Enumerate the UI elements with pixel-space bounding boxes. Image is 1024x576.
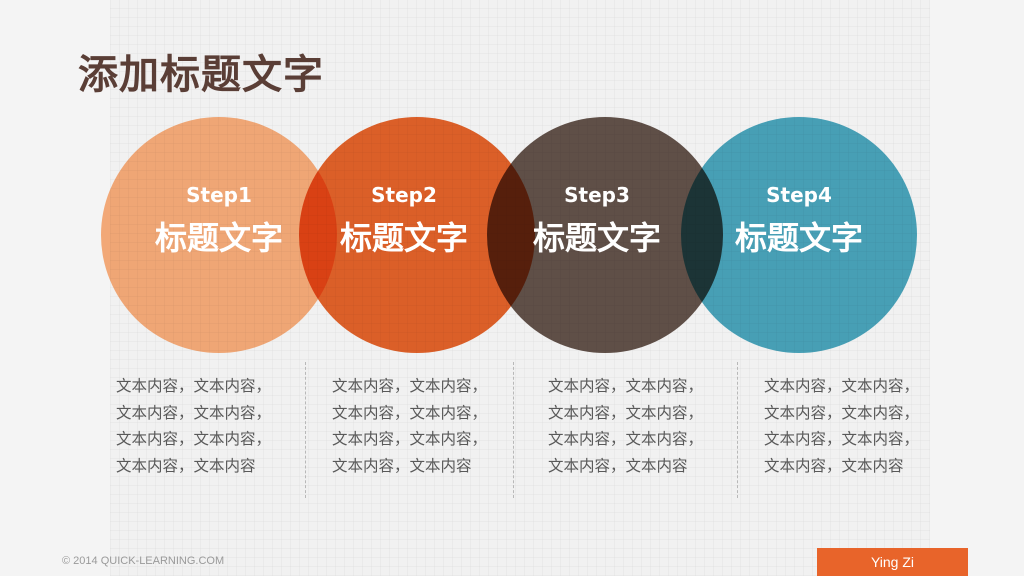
desc-line: 文本内容，文本内容， [116, 377, 272, 395]
divider [305, 362, 306, 498]
page-title: 添加标题文字 [78, 52, 324, 98]
step4-circle [681, 117, 917, 353]
desc-line: 文本内容，文本内容， [332, 377, 488, 395]
desc-line: 文本内容，文本内容 [548, 457, 688, 476]
step4-description: 文本内容，文本内容， 文本内容，文本内容， 文本内容，文本内容， 文本内容，文本… [764, 373, 944, 480]
step3-description: 文本内容，文本内容， 文本内容，文本内容， 文本内容，文本内容， 文本内容，文本… [548, 373, 728, 480]
desc-line: 文本内容，文本内容， [764, 377, 920, 395]
desc-line: 文本内容，文本内容， [548, 430, 704, 449]
divider [737, 362, 738, 498]
desc-line: 文本内容，文本内容 [332, 457, 472, 476]
desc-line: 文本内容，文本内容， [116, 430, 272, 449]
desc-line: 文本内容，文本内容， [764, 403, 920, 422]
desc-line: 文本内容，文本内容， [332, 403, 488, 422]
desc-line: 文本内容，文本内容， [116, 403, 272, 422]
divider [513, 362, 514, 498]
step2-description: 文本内容，文本内容， 文本内容，文本内容， 文本内容，文本内容， 文本内容，文本… [332, 373, 512, 480]
desc-line: 文本内容，文本内容 [116, 457, 256, 476]
desc-line: 文本内容，文本内容， [548, 403, 704, 422]
step1-circle [101, 117, 337, 353]
desc-line: 文本内容，文本内容 [764, 457, 904, 476]
author-badge: Ying Zi [817, 548, 968, 576]
desc-line: 文本内容，文本内容， [548, 377, 704, 395]
copyright-text: © 2014 QUICK-LEARNING.COM [62, 555, 225, 567]
step1-description: 文本内容，文本内容， 文本内容，文本内容， 文本内容，文本内容， 文本内容，文本… [116, 373, 296, 480]
desc-line: 文本内容，文本内容， [332, 430, 488, 449]
desc-line: 文本内容，文本内容， [764, 430, 920, 449]
